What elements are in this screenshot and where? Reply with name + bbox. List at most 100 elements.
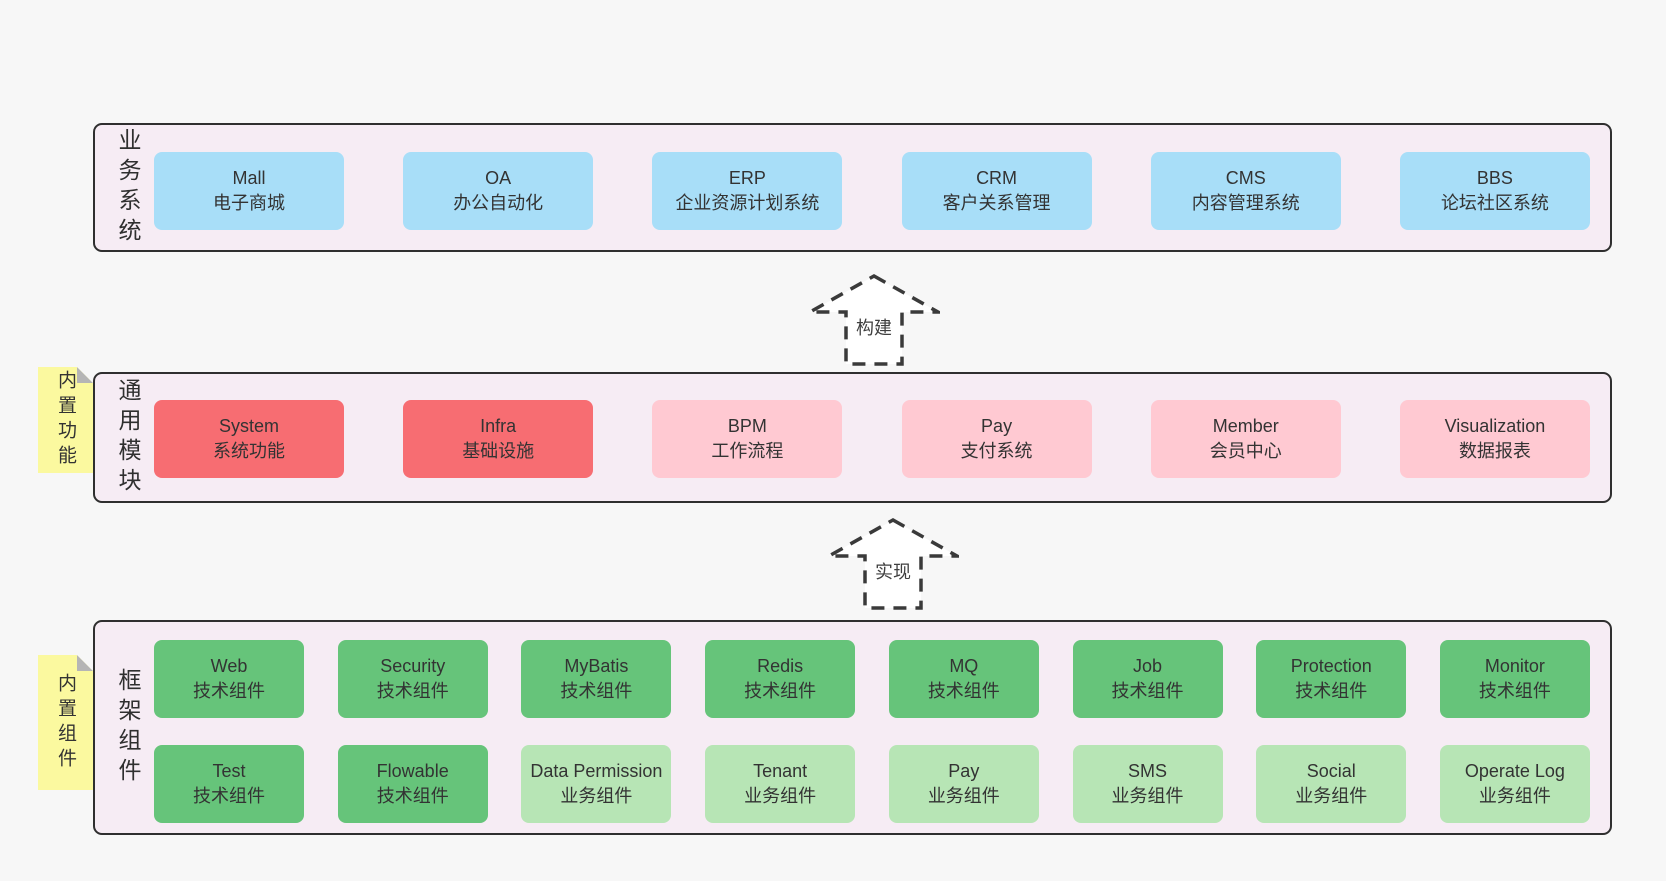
box-social-desc: 业务组件	[1295, 786, 1368, 806]
box-redis: Redis 技术组件	[705, 640, 856, 718]
box-mq-name: MQ	[949, 656, 979, 676]
box-bbs-desc: 论坛社区系统	[1440, 193, 1549, 213]
box-pay-component-desc: 业务组件	[927, 786, 1000, 806]
box-crm-desc: 客户关系管理	[942, 193, 1051, 213]
box-social: Social 业务组件	[1256, 745, 1407, 823]
business-box-row: Mall 电子商城 OA 办公自动化 ERP 企业资源计划系统 CRM 客户关系…	[154, 152, 1590, 230]
box-flowable: Flowable 技术组件	[337, 745, 488, 823]
box-visualization: Visualization 数据报表	[1399, 400, 1590, 478]
box-mybatis-name: MyBatis	[564, 656, 629, 676]
tag-built-in-components: 内置组件	[38, 655, 93, 790]
box-member-desc: 会员中心	[1209, 441, 1282, 461]
components-box-row-1: Web 技术组件 Security 技术组件 MyBatis 技术组件 Redi…	[154, 640, 1590, 718]
box-pay-module: Pay 支付系统	[901, 400, 1092, 478]
box-mall: Mall 电子商城	[154, 152, 344, 230]
box-sms: SMS 业务组件	[1072, 745, 1223, 823]
box-infra: Infra 基础设施	[403, 400, 594, 478]
band-business-systems: 业务系统 Mall 电子商城 OA 办公自动化 ERP 企业资源计划系统 CRM…	[93, 123, 1612, 252]
band-business-label: 业务系统	[115, 127, 141, 248]
tag-built-in-features-label: 内置功能	[55, 370, 76, 470]
arrow-build: 构建	[808, 272, 940, 368]
box-operate-log-name: Operate Log	[1464, 761, 1565, 781]
box-protection-desc: 技术组件	[1295, 681, 1368, 701]
box-security: Security 技术组件	[337, 640, 488, 718]
box-mybatis-desc: 技术组件	[560, 681, 633, 701]
box-member-name: Member	[1212, 416, 1279, 436]
box-pay-component-name: Pay	[948, 761, 980, 781]
tag-fold-icon	[77, 367, 93, 383]
box-security-name: Security	[380, 656, 446, 676]
box-system: System 系统功能	[154, 400, 344, 478]
box-monitor-desc: 技术组件	[1478, 681, 1551, 701]
box-test-desc: 技术组件	[193, 786, 265, 806]
box-tenant-name: Tenant	[753, 761, 808, 781]
box-pay-module-name: Pay	[981, 416, 1013, 436]
box-pay-module-desc: 支付系统	[960, 441, 1033, 461]
box-visualization-desc: 数据报表	[1458, 441, 1531, 461]
box-sms-name: SMS	[1128, 761, 1168, 781]
box-protection: Protection 技术组件	[1256, 640, 1407, 718]
box-test: Test 技术组件	[154, 745, 304, 823]
box-protection-name: Protection	[1290, 656, 1372, 676]
box-mall-name: Mall	[232, 168, 266, 188]
box-erp: ERP 企业资源计划系统	[652, 152, 843, 230]
box-bpm-desc: 工作流程	[711, 441, 784, 461]
box-mall-desc: 电子商城	[213, 193, 285, 213]
box-operate-log-desc: 业务组件	[1478, 786, 1551, 806]
band-framework-components: 框架组件 Web 技术组件 Security 技术组件 MyBatis 技术组件…	[93, 620, 1612, 835]
box-web: Web 技术组件	[154, 640, 304, 718]
box-visualization-name: Visualization	[1444, 416, 1546, 436]
box-sms-desc: 业务组件	[1111, 786, 1184, 806]
box-system-name: System	[218, 416, 279, 436]
box-redis-desc: 技术组件	[744, 681, 817, 701]
box-redis-name: Redis	[757, 656, 804, 676]
box-web-name: Web	[210, 656, 248, 676]
components-box-row-2: Test 技术组件 Flowable 技术组件 Data Permission …	[154, 745, 1590, 823]
box-mybatis: MyBatis 技术组件	[521, 640, 672, 718]
band-components-label: 框架组件	[115, 667, 141, 788]
box-data-permission-desc: 业务组件	[560, 786, 633, 806]
box-job: Job 技术组件	[1072, 640, 1223, 718]
box-bpm: BPM 工作流程	[652, 400, 843, 478]
box-test-name: Test	[212, 761, 246, 781]
box-web-desc: 技术组件	[193, 681, 265, 701]
box-tenant-desc: 业务组件	[744, 786, 817, 806]
box-cms-name: CMS	[1225, 168, 1266, 188]
box-oa-name: OA	[485, 168, 512, 188]
tag-fold-icon	[77, 655, 93, 671]
box-crm: CRM 客户关系管理	[901, 152, 1092, 230]
box-erp-desc: 企业资源计划系统	[675, 193, 820, 213]
box-bpm-name: BPM	[727, 416, 767, 436]
box-mq-desc: 技术组件	[927, 681, 1000, 701]
box-data-permission-name: Data Permission	[530, 761, 663, 781]
box-pay-component: Pay 业务组件	[888, 745, 1039, 823]
box-flowable-name: Flowable	[376, 761, 449, 781]
box-job-desc: 技术组件	[1111, 681, 1184, 701]
box-infra-name: Infra	[480, 416, 517, 436]
tag-built-in-components-label: 内置组件	[55, 672, 76, 773]
box-member: Member 会员中心	[1150, 400, 1341, 478]
modules-box-row: System 系统功能 Infra 基础设施 BPM 工作流程 Pay 支付系统…	[154, 400, 1590, 478]
arrow-implement: 实现	[827, 516, 959, 612]
box-cms-desc: 内容管理系统	[1191, 193, 1300, 213]
box-security-desc: 技术组件	[376, 681, 449, 701]
box-cms: CMS 内容管理系统	[1150, 152, 1341, 230]
tag-built-in-features: 内置功能	[38, 367, 93, 473]
box-bbs-name: BBS	[1476, 168, 1513, 188]
box-data-permission: Data Permission 业务组件	[521, 745, 672, 823]
band-common-modules: 通用模块 System 系统功能 Infra 基础设施 BPM 工作流程 Pay…	[93, 372, 1612, 503]
box-bbs: BBS 论坛社区系统	[1399, 152, 1590, 230]
box-monitor-name: Monitor	[1484, 656, 1545, 676]
box-job-name: Job	[1133, 656, 1163, 676]
box-monitor: Monitor 技术组件	[1439, 640, 1590, 718]
box-system-desc: 系统功能	[213, 441, 285, 461]
band-modules-label: 通用模块	[115, 377, 141, 498]
box-flowable-desc: 技术组件	[376, 786, 449, 806]
box-infra-desc: 基础设施	[462, 441, 535, 461]
box-operate-log: Operate Log 业务组件	[1439, 745, 1590, 823]
box-tenant: Tenant 业务组件	[705, 745, 856, 823]
arrow-implement-label: 实现	[872, 558, 914, 584]
arrow-build-label: 构建	[853, 314, 895, 340]
box-crm-name: CRM	[976, 168, 1018, 188]
box-oa: OA 办公自动化	[403, 152, 594, 230]
